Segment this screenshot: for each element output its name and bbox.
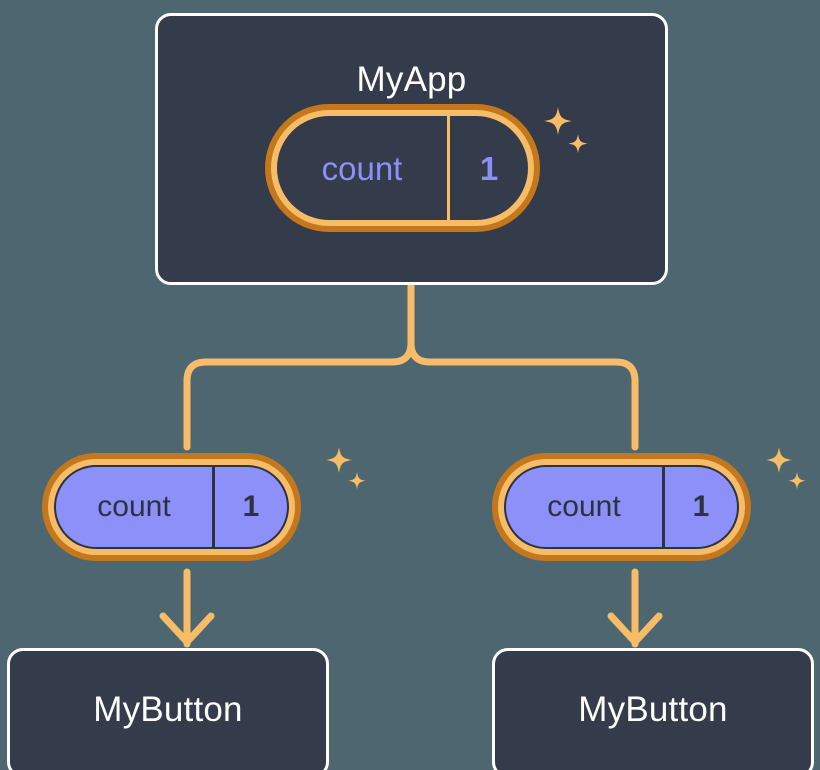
sparkle-cluster-right xyxy=(766,447,806,490)
component-card-mybutton-right[interactable]: MyButton xyxy=(492,648,814,770)
signal-pill-inner-ring: count 1 xyxy=(48,459,295,555)
signal-value: 1 xyxy=(479,149,499,187)
sparkle-icon xyxy=(326,447,352,473)
signal-pill-child-left[interactable]: count 1 xyxy=(42,453,301,561)
signal-pill-inner-ring: count 1 xyxy=(271,110,534,226)
signal-pill-outer-ring: count 1 xyxy=(265,104,540,232)
arrow-down-icon xyxy=(607,612,663,646)
sparkle-icon xyxy=(766,447,792,473)
signal-pill-inner-ring: count 1 xyxy=(498,459,745,555)
component-title: MyButton xyxy=(93,690,243,729)
signal-divider xyxy=(447,116,450,220)
component-card-mybutton-left[interactable]: MyButton xyxy=(7,648,329,770)
branch-connector-icon xyxy=(183,282,415,451)
page-title: MyApp xyxy=(356,60,467,99)
signal-divider xyxy=(662,467,665,547)
signal-pill-body: count 1 xyxy=(504,465,739,549)
signal-pill-child-right[interactable]: count 1 xyxy=(492,453,751,561)
signal-pill-outer-ring: count 1 xyxy=(492,453,751,561)
signal-pill-body: count 1 xyxy=(277,116,528,220)
signal-name: count xyxy=(321,149,403,187)
sparkle-icon xyxy=(348,472,366,490)
signal-name: count xyxy=(547,490,621,523)
signal-value: 1 xyxy=(692,490,710,523)
branch-connector-icon xyxy=(407,339,639,451)
signal-pill-body: count 1 xyxy=(54,465,289,549)
sparkle-cluster-left xyxy=(326,447,366,490)
signal-value: 1 xyxy=(242,490,260,523)
component-title: MyButton xyxy=(578,690,728,729)
signal-divider xyxy=(212,467,215,547)
sparkle-icon xyxy=(788,472,806,490)
signal-name: count xyxy=(97,490,171,523)
arrow-down-icon xyxy=(159,612,215,646)
signal-pill-root[interactable]: count 1 xyxy=(265,104,540,232)
signal-pill-outer-ring: count 1 xyxy=(42,453,301,561)
